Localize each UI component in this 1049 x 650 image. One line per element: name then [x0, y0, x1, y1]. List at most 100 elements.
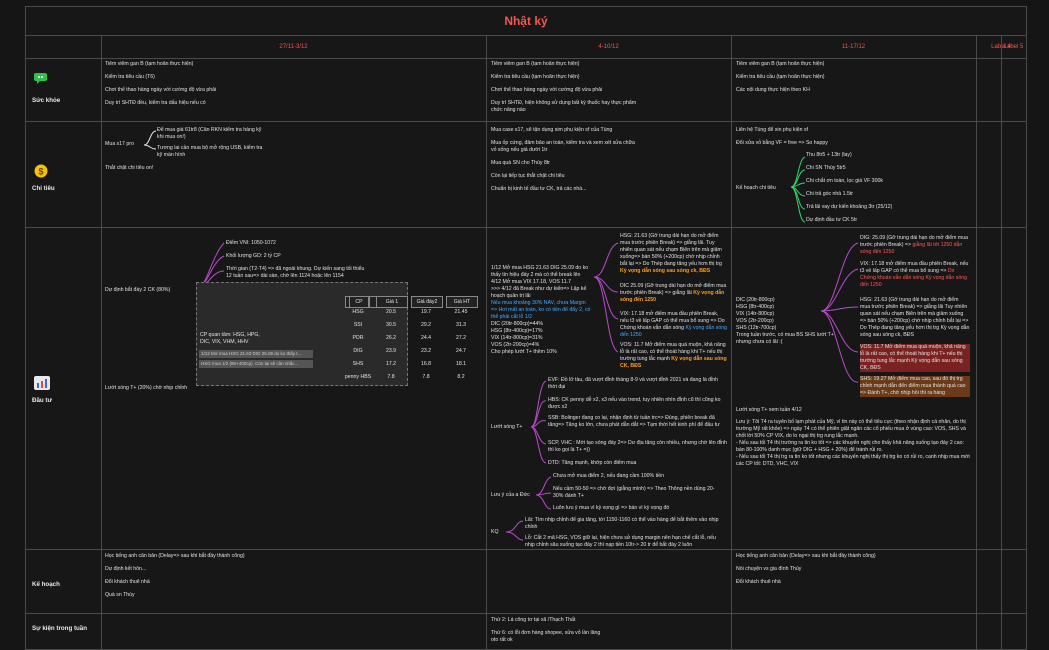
events-week2-cell[interactable]: Thứ 2: Lá công tơ tại xã /Thạch Thất Thứ… — [491, 617, 641, 650]
spending-plan-node[interactable]: Kế hoạch chi tiêu — [736, 185, 776, 191]
invest-week2-summary[interactable]: 1/12 Mở mua HSG 21.63 DIG 25.09 do ko th… — [491, 265, 591, 356]
spending-week3-item[interactable]: Đổi sửa vỏ bằng VF = free => So happy — [736, 140, 828, 146]
page-title[interactable]: Nhật ký — [26, 7, 1026, 36]
note-text: DIG: 25.09 (Gỡ trung dài hạn do mở điểm … — [860, 235, 969, 249]
spending-plan-child[interactable]: Thu 8tr5 + 13tr (lay) — [806, 152, 852, 158]
note-highlight: Do Chứng khoán vẫn dẫn sóng Kỳ vọng dẫn … — [860, 268, 968, 289]
table-cell: 31.3 — [455, 322, 467, 328]
table-cell: 21.45 — [454, 309, 468, 315]
table-cell: 23.9 — [385, 348, 397, 354]
swing-item[interactable]: DTD: Tăng mạnh, khớp còn điểm mua — [548, 460, 637, 466]
table-cell: 7.8 — [387, 374, 395, 380]
rule-item[interactable]: Nếu cầm 50-50 => chờ đợi (giằng mình) =>… — [553, 486, 715, 500]
note-text: VIX: 17.18 mở điểm mua đầu phiên Break, … — [620, 311, 725, 332]
spending-extra-note[interactable]: Thắt chặt chi tiêu on! — [105, 165, 154, 171]
swing-item[interactable]: HBS: CK penny dễ x2, x3 nếu vào trend, t… — [548, 397, 721, 411]
health-week1-cell[interactable]: Tiêm viêm gan B (tạm hoãn thực hiện) Kiể… — [105, 61, 255, 113]
invest-week3-stock-note[interactable]: DIG: 25.09 (Gỡ trung dài hạn do mở điểm … — [860, 235, 970, 256]
spending-child-node[interactable]: Để mua giá 61tr8 (Cân RKN kiểm tra hàng … — [157, 127, 262, 141]
grid-vline — [976, 36, 977, 649]
row-label-spending[interactable]: Chi tiêu — [32, 185, 55, 192]
row-label-health[interactable]: Sức khỏe — [32, 97, 61, 104]
list-item: 4/12 Mở mua VIX 17.18, VOS 11.7 — [491, 279, 572, 286]
result-item[interactable]: Lãi: Tìm nhịp chỉnh để gia tăng, tới 115… — [525, 517, 719, 531]
health-week2-cell[interactable]: Tiêm viêm gan B (tạm hoãn thực hiện) Kiể… — [491, 61, 641, 120]
grid-vline — [1001, 36, 1002, 649]
table-cell: DIG — [353, 348, 363, 354]
invest-week3-portfolio[interactable]: DIC (20tr-800cp) HSG (8tr-400cp) VIX (14… — [736, 297, 836, 346]
spending-plan-child[interactable]: Dự định đầu tư CK 5tr — [806, 217, 858, 223]
invest-week3-stock-note[interactable]: SHS: 19.27 Mở điểm mua cao, sau đó thị t… — [860, 376, 970, 398]
spending-plan-child[interactable]: Chi chắt ơn toàn, lọc giá VF 300k — [806, 178, 883, 184]
list-item: Tiêm viêm gan B (tạm hoãn thực hiện) — [736, 61, 825, 67]
list-item: Mua ốp cứng, đảm bảo an toàn, kiểm tra v… — [491, 140, 635, 154]
list-item: Tiêm viêm gan B (tạm hoãn thực hiện) — [491, 61, 580, 67]
invest-swing-node[interactable]: Lướt sóng T+ — [491, 424, 523, 430]
list-item: DIC (20tr-800cp)=44% — [491, 321, 544, 328]
invest-swing-note[interactable]: Lướt sóng T+ (20%) chờ nhịp chỉnh — [105, 385, 188, 391]
table-cell: 30.5 — [385, 322, 397, 328]
invest-week2-stock-note[interactable]: VOS: 11.7 Mở điểm mua quá muộn, khả năng… — [620, 342, 728, 370]
result-item[interactable]: Lỗ: Cắt 2 mã HSG, VOS giữ lại, hiện chưa… — [525, 535, 716, 549]
watch-note[interactable]: HSG mua 1/2 (8tr+400cp). Còn lại sẽ cân … — [199, 360, 313, 368]
spending-week2-cell[interactable]: Mua case s17, sẽ tận dụng sim phụ kiện s… — [491, 127, 641, 199]
grid-hline — [26, 227, 1026, 228]
list-item: Đổi khách thuê nhà — [105, 579, 150, 586]
plan-week3-cell[interactable]: Học tiếng anh căn bản (Delay=> sau khi b… — [736, 553, 886, 592]
invest-week2-stock-note[interactable]: HSG: 21.63 (Gỡ trung dài hạn do mở điểm … — [620, 233, 728, 275]
rules-node[interactable]: Lưu ý của a Đức — [491, 492, 530, 498]
spending-child-node[interactable]: Tương lai cần mua bộ mở rộng USB, kiểm t… — [157, 145, 263, 159]
invest-week3-swing[interactable]: Lướt sóng T+ xem tuần 4/12 — [736, 407, 802, 413]
rule-item[interactable]: Chưa mở mua điểm 2, nếu đang cầm 100% ti… — [553, 473, 664, 479]
invest-week3-stock-note[interactable]: VIX: 17.18 mở điểm mua đầu phiên Break, … — [860, 261, 970, 289]
watch-note[interactable]: 1/12 Mở mua HSG 21.63 DIG 25.09 do ko th… — [199, 350, 313, 358]
spending-plan-child[interactable]: Chi SN Thùy 5tr5 — [806, 165, 846, 171]
list-item: Chuẩn bị kinh tế đầu tư CK, trả các nhà.… — [491, 186, 587, 193]
invest-plan-child[interactable]: Điểm VNI: 1050-1072 — [226, 240, 276, 246]
table-cell: 16.8 — [420, 361, 432, 367]
spending-plan-child[interactable]: Trả lãi vay dự kiến khoảng 3tr (25/12) — [806, 204, 893, 210]
spending-parent-node[interactable]: Mua s17 pro — [105, 141, 134, 147]
swing-item[interactable]: SSB: Bolinger đang co lại, nhận định từ … — [548, 415, 720, 429]
watch-table[interactable]: CP quan tâm: HSG, HPG, DIC, VIX, VHM, HH… — [196, 282, 408, 386]
list-item: DIC (20tr-800cp) — [736, 297, 775, 303]
table-cell: 20.5 — [385, 309, 397, 315]
list-item: Thứ 2: Lá công tơ tại xã /Thạch Thất — [491, 617, 576, 623]
list-item: VIX (14tr-800cp)=31% — [491, 335, 543, 342]
plan-week1-cell[interactable]: Học tiếng anh căn bản (Delay=> sau khi b… — [105, 553, 255, 605]
column-header-week1[interactable]: 27/11-3/12 — [279, 44, 308, 50]
spending-plan-child[interactable]: Chi trả góc nhà 1.5tr — [806, 191, 854, 197]
invest-plan-node[interactable]: Dự định bắt đáy 2 CK (80%) — [105, 287, 171, 293]
invest-week3-note[interactable]: Lưu ý: Tôi T4 ra tuyên bố lạm phát của M… — [736, 419, 970, 468]
list-item: Dự định kết hôn... — [105, 566, 147, 573]
invest-plan-child[interactable]: Khối lượng GD: 2 tỷ CP — [226, 253, 281, 259]
swing-item[interactable]: SCP, VHC : Mới tạo sóng đáy 2=> Dư địa t… — [548, 440, 727, 454]
table-cell: 7.8 — [422, 374, 430, 380]
row-label-plan[interactable]: Kế hoạch — [32, 581, 60, 588]
spending-week3-item[interactable]: Liên hệ Tùng để xin phụ kiện sf — [736, 127, 809, 133]
rule-item[interactable]: Luôn lưu ý mua vì kỳ vọng gì => bán vì k… — [553, 505, 670, 511]
invest-week3-stock-note[interactable]: HSG: 21.63 (Gỡ trung dài hạn do mở điểm … — [860, 297, 970, 339]
grid-vline — [731, 36, 732, 649]
table-header-cell: Giá đáy2 — [411, 296, 443, 308]
list-item: Chơi thể thao hàng ngày với cường độ vừa… — [105, 87, 217, 94]
swing-item[interactable]: EVF: Đồ lỡ tàu, đã vượt đỉnh tháng 8-9 v… — [548, 377, 718, 391]
column-header-week2[interactable]: 4-10/12 — [598, 44, 619, 50]
health-week3-cell[interactable]: Tiêm viêm gan B (tạm hoãn thực hiện) Kiể… — [736, 61, 886, 100]
list-item: VIX (14tr-800cp) — [736, 311, 775, 318]
column-header-week3[interactable]: 11-17/12 — [841, 44, 866, 50]
table-header-cell: Giá HT — [446, 296, 478, 308]
grid-hline — [26, 613, 1026, 614]
table-cell: HSG — [352, 309, 364, 315]
watch-list-label[interactable]: CP quan tâm: HSG, HPG, DIC, VIX, VHM, HH… — [200, 332, 260, 346]
invest-week2-stock-note[interactable]: DIC 25.09 (Gỡ trung dài hạn do mở điểm m… — [620, 283, 728, 304]
table-cell: 18.1 — [455, 361, 467, 367]
result-node[interactable]: KQ — [491, 529, 499, 535]
invest-plan-child[interactable]: Thời gian (T2-T4) => đã ngoài khung. Dự … — [226, 266, 365, 280]
invest-week3-stock-note[interactable]: VOS: 11.7 Mở điểm mua quá muộn, khả năng… — [860, 344, 970, 373]
invest-week2-stock-note[interactable]: VIX: 17.18 mở điểm mua đầu phiên Break, … — [620, 311, 728, 339]
health-icon — [34, 71, 50, 89]
row-label-invest[interactable]: Đầu tư — [32, 397, 52, 404]
column-header-label5[interactable]: Label 5 — [1003, 44, 1024, 50]
row-label-events[interactable]: Sự kiện trong tuần — [32, 625, 88, 632]
